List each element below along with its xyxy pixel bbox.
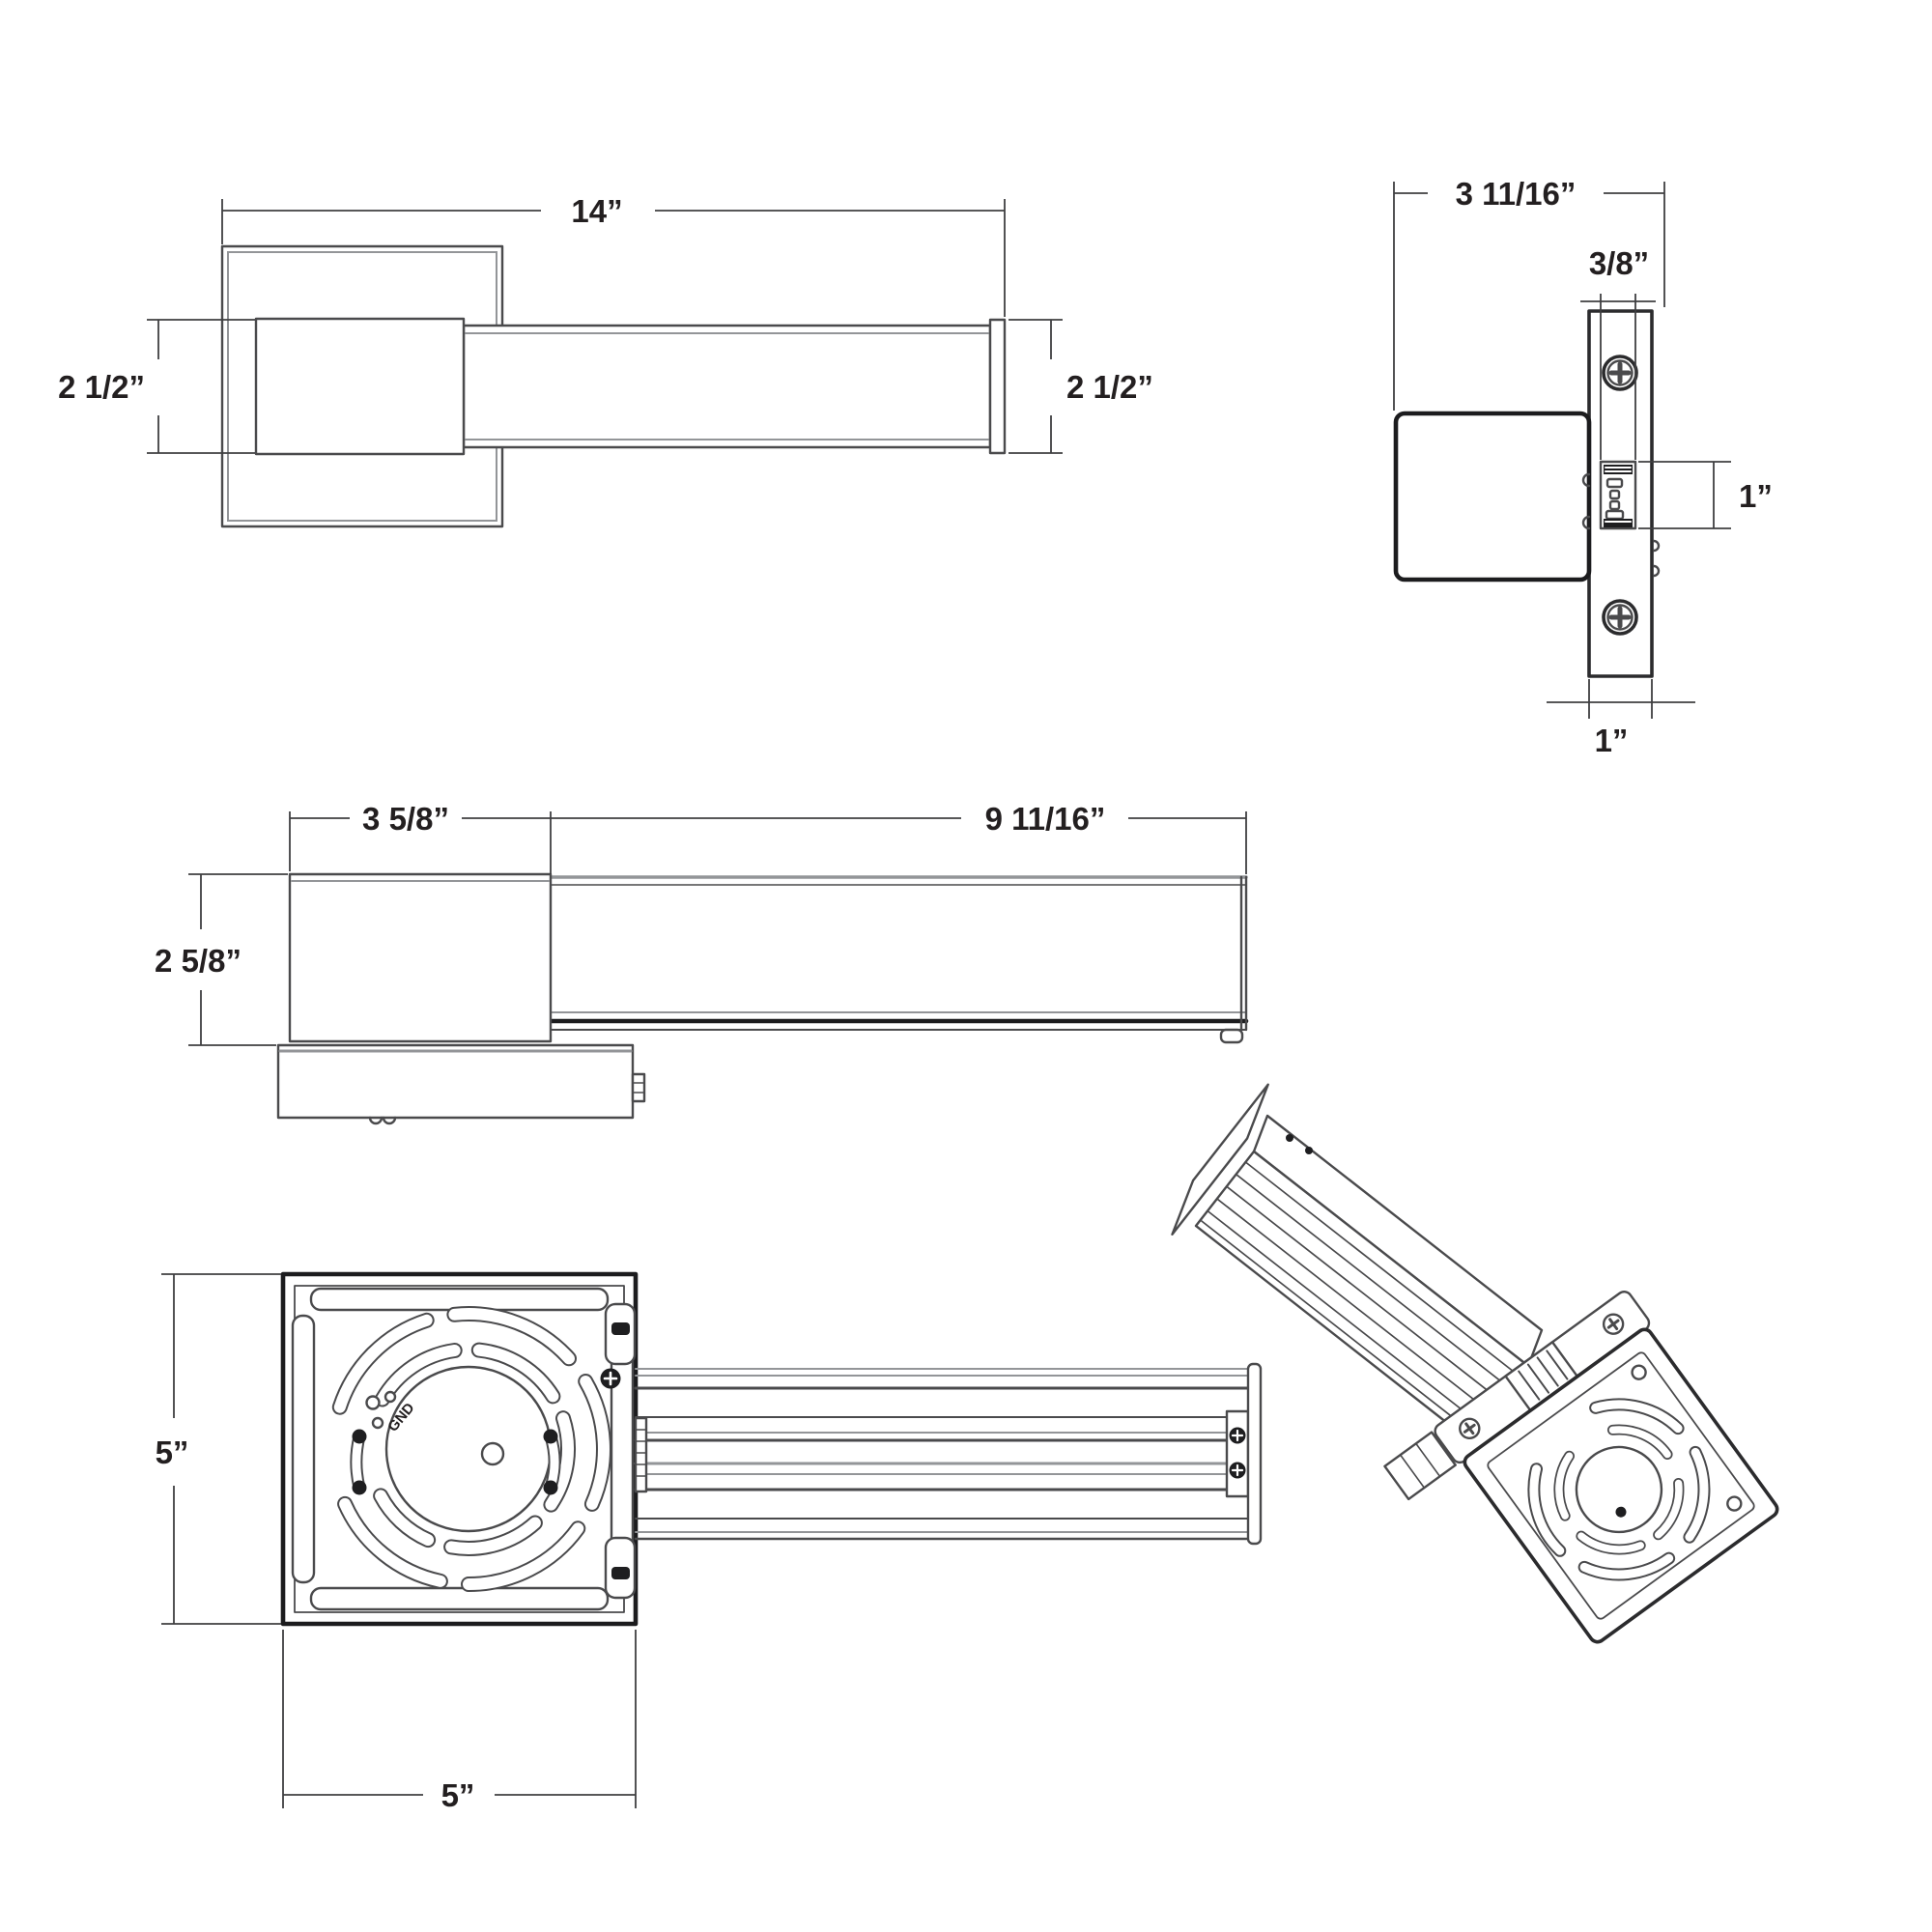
plate-connector-tab (631, 1072, 646, 1103)
mounting-clip-bottom (604, 1536, 637, 1600)
center-knockout-circle (384, 1365, 553, 1533)
center-small-hole (480, 1441, 505, 1466)
iso-bracket-screw-bottom (1459, 1417, 1481, 1440)
dim-arm-length: 9 11/16” (551, 801, 1247, 874)
dim-body-width-label: 3 5/8” (362, 801, 449, 837)
top-view-body (288, 872, 553, 1043)
dim-plate-width-label: 5” (441, 1777, 475, 1813)
terminal-block (1599, 460, 1637, 530)
front-view: 14” 2 1/2” 2 1/2” (58, 193, 1153, 528)
arm-end-foot (1219, 1028, 1244, 1044)
dim-body-height-label: 2 1/2” (58, 369, 145, 405)
dim-terminal-height-label: 1” (1739, 478, 1773, 514)
dim-conduit-width-label: 3/8” (1589, 245, 1649, 281)
fixture-body (254, 317, 466, 456)
arm-end-bracket (1225, 1409, 1250, 1498)
back-view: GND (156, 1271, 1263, 1813)
mounting-screw-bottom-icon (1602, 599, 1638, 636)
top-view: 3 5/8” 9 11/16” 2 5/8” (155, 801, 1249, 1125)
dim-plate-width: 5” (282, 1630, 637, 1813)
top-view-plate (276, 1043, 646, 1125)
iso-bar-end-cap (1171, 1083, 1269, 1236)
light-bar (462, 324, 992, 449)
iso-plate-group (1383, 1291, 1779, 1644)
dim-body-height: 2 1/2” (58, 319, 255, 454)
iso-center-circle (1575, 1445, 1663, 1534)
dim-overall-depth-label: 3 11/16” (1456, 176, 1577, 212)
back-view-arm (634, 1362, 1263, 1546)
dim-body-depth-label: 2 5/8” (155, 943, 242, 979)
adjustment-slot-right (543, 1429, 561, 1495)
dim-overall-width: 14” (221, 193, 1006, 317)
dim-conduit-width: 3/8” (1580, 245, 1656, 460)
dim-overall-width-label: 14” (571, 193, 622, 229)
bar-end-cap (988, 318, 1007, 455)
dim-body-depth: 2 5/8” (155, 873, 288, 1046)
top-view-arm (548, 875, 1249, 1044)
isometric-view (1171, 1083, 1779, 1644)
mounting-clip-top (604, 1302, 637, 1366)
dim-plate-height: 5” (156, 1273, 281, 1625)
dim-arm-length-label: 9 11/16” (985, 801, 1106, 837)
back-plate-slot-pattern: GND (331, 1306, 611, 1592)
dim-plate-height-label: 5” (156, 1435, 189, 1470)
adjustment-slot-left (350, 1429, 367, 1495)
iso-bracket-screw-top (1602, 1313, 1625, 1335)
arm-end-cap (1246, 1362, 1263, 1546)
mounting-screw-top-icon (1602, 355, 1638, 391)
clip-screw-icon (600, 1368, 621, 1389)
dim-bar-height: 2 1/2” (1009, 319, 1153, 454)
side-view: 3 11/16” 3/8” 1” 1” (1393, 176, 1773, 758)
dim-plate-depth: 1” (1547, 679, 1695, 758)
dim-plate-depth-label: 1” (1595, 723, 1629, 758)
dim-terminal-height: 1” (1638, 461, 1773, 529)
dim-overall-depth: 3 11/16” (1393, 176, 1665, 411)
dim-body-width: 3 5/8” (289, 801, 552, 874)
dim-bar-height-label: 2 1/2” (1066, 369, 1153, 405)
side-fixture-body (1393, 411, 1592, 582)
